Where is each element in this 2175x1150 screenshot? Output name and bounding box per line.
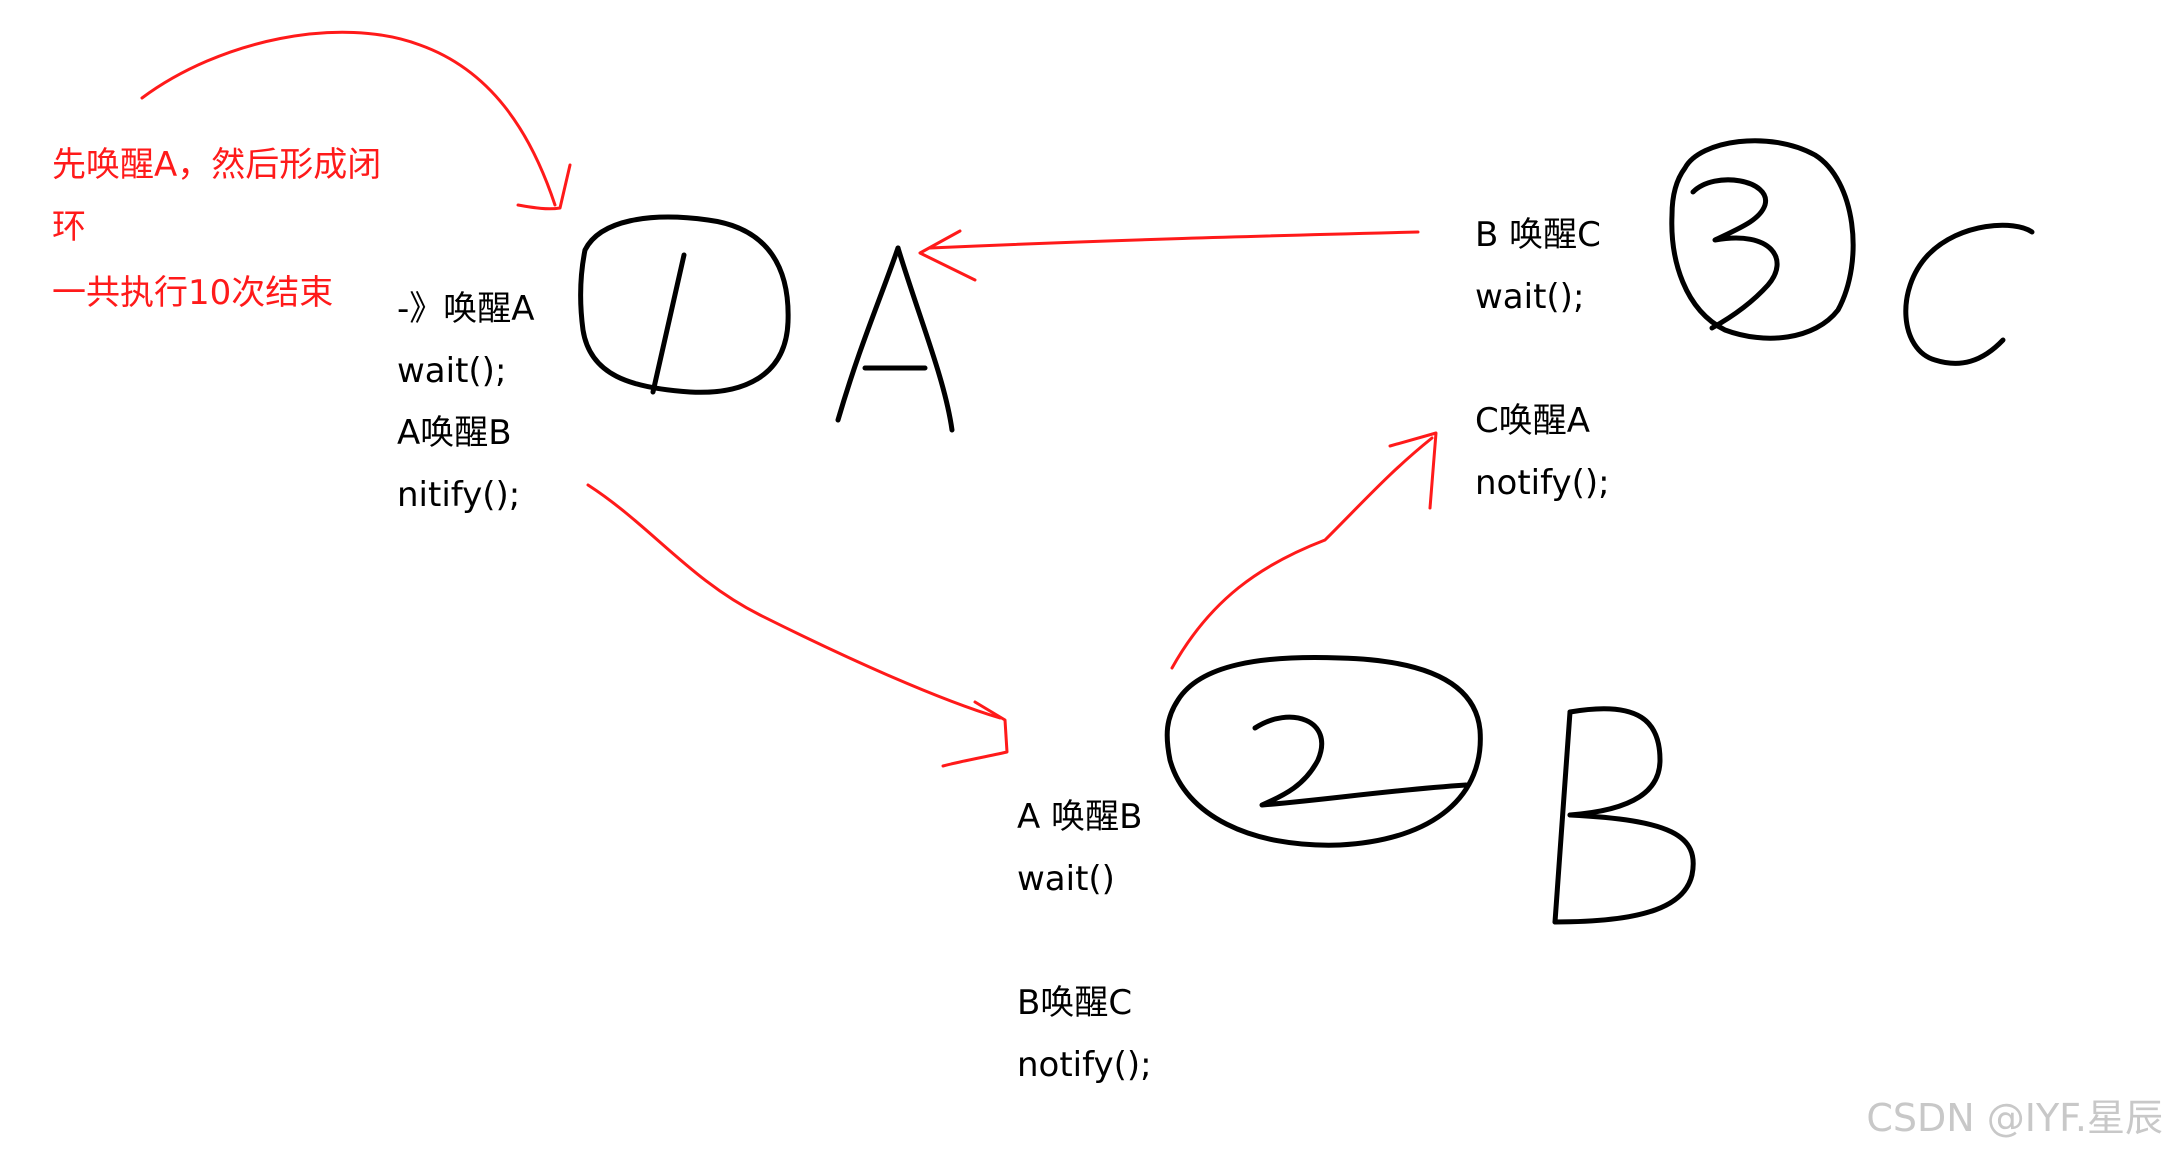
node-a-note-1: -》唤醒A <box>397 289 535 329</box>
loop-arrow-into-a <box>140 30 557 207</box>
node-a-number-stroke <box>650 252 687 395</box>
node-c-circle <box>1669 138 1856 341</box>
arrow-b-to-c <box>1170 436 1434 670</box>
arrow-b-to-c-head <box>1388 431 1438 510</box>
node-b-letter-stem <box>1552 709 1573 925</box>
node-b-note-3: B唤醒C <box>1017 983 1133 1023</box>
watermark: CSDN @IYF.星辰 <box>1866 1096 2163 1140</box>
node-b-note-4: notify(); <box>1017 1045 1152 1085</box>
node-a-circle <box>578 214 791 395</box>
node-b-circle <box>1164 655 1483 848</box>
arrow-a-to-b <box>586 483 1002 720</box>
node-b-number-stroke <box>1252 714 1469 808</box>
node-a-note-2: wait(); <box>397 351 507 391</box>
node-a-note-4: nitify(); <box>397 475 521 515</box>
node-b-letter-lower-bowl <box>1552 812 1696 925</box>
node-a-note-3: A唤醒B <box>397 413 512 453</box>
annotation-line-3: 一共执行10次结束 <box>52 273 334 313</box>
arrow-c-to-a-head <box>918 229 977 282</box>
node-a-letter-stroke-right <box>895 245 955 433</box>
node-b-letter-upper-bowl <box>1567 706 1663 818</box>
loop-arrow-into-a-head <box>516 163 572 211</box>
node-c-note-1: B 唤醒C <box>1475 215 1601 255</box>
node-c-letter-stroke <box>1903 222 2035 366</box>
node-b-note-1: A 唤醒B <box>1017 797 1143 837</box>
node-c-number-stroke <box>1690 177 1780 331</box>
node-c-note-4: notify(); <box>1475 463 1610 503</box>
annotation-line-2: 环 <box>52 207 86 247</box>
annotation-line-1: 先唤醒A，然后形成闭 <box>52 145 382 185</box>
arrow-a-to-b-head <box>941 700 1009 768</box>
node-a-letter-stroke-left <box>835 245 901 423</box>
node-c-note-3: C唤醒A <box>1475 401 1590 441</box>
arrow-c-to-a <box>928 230 1420 250</box>
node-c-note-2: wait(); <box>1475 277 1585 317</box>
node-b-note-2: wait() <box>1017 859 1115 899</box>
